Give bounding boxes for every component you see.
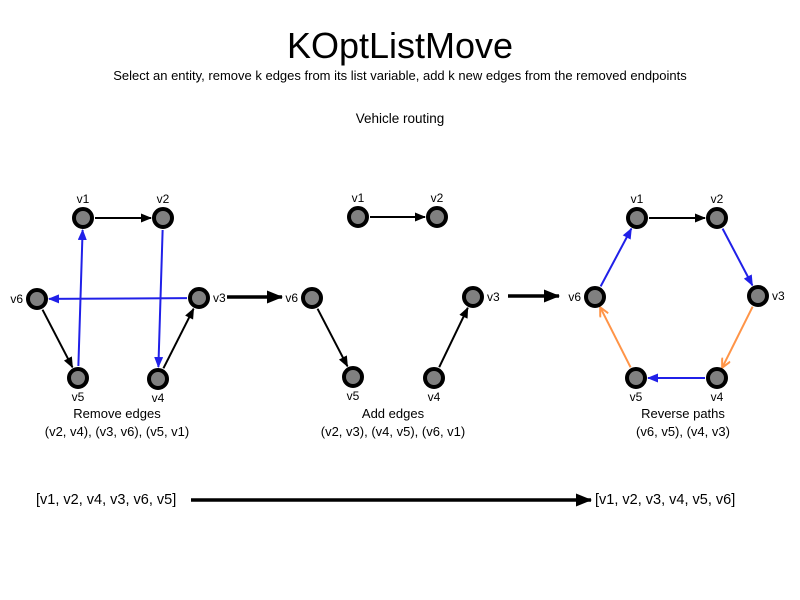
edge-v5-v1: [77, 228, 87, 367]
list-before-move: [v1, v2, v4, v3, v6, v5]: [36, 492, 177, 508]
remove-edges-title: Remove edges: [73, 406, 161, 421]
node-v6: [301, 287, 323, 309]
node-v2: [152, 207, 174, 229]
edge-v6-v5: [316, 308, 349, 368]
node-v1: [626, 207, 648, 229]
edge-v6-v1: [599, 227, 633, 287]
add-edges-caption: Add edges (v2, v3), (v4, v5), (v6, v1): [283, 405, 503, 441]
node-label-v5: v5: [72, 390, 85, 404]
edge-v3-v4: [722, 306, 754, 368]
node-v6: [584, 286, 606, 308]
node-v5: [342, 366, 364, 388]
add-edges-list: (v2, v3), (v4, v5), (v6, v1): [320, 424, 466, 439]
node-label-v1: v1: [352, 191, 365, 205]
node-label-v3: v3: [213, 291, 226, 305]
edge-v2-v3: [721, 228, 754, 287]
node-label-v1: v1: [631, 192, 644, 206]
node-label-v3: v3: [487, 290, 500, 304]
page-title: KOptListMove: [286, 25, 514, 66]
node-v3: [747, 285, 769, 307]
edge-v4-v3: [438, 306, 469, 368]
node-label-v3: v3: [772, 289, 785, 303]
node-label-v2: v2: [431, 191, 444, 205]
edge-v3-v6: [47, 294, 188, 304]
node-v4: [706, 367, 728, 389]
remove-edges-list: (v2, v4), (v3, v6), (v5, v1): [44, 424, 190, 439]
node-v4: [423, 367, 445, 389]
node-label-v2: v2: [157, 192, 170, 206]
node-label-v6: v6: [568, 290, 581, 304]
node-label-v2: v2: [711, 192, 724, 206]
edge-v5-v6: [600, 308, 632, 368]
node-v3: [462, 286, 484, 308]
reverse-paths-caption: Reverse paths (v6, v5), (v4, v3): [573, 405, 793, 441]
node-label-v1: v1: [77, 192, 90, 206]
node-v2: [426, 206, 448, 228]
remove-edges-graph: v1 v2 v3 v4 v5 v6: [10, 192, 226, 405]
node-label-v6: v6: [10, 292, 23, 306]
node-label-v4: v4: [428, 390, 441, 404]
node-label-v4: v4: [711, 390, 724, 404]
node-v5: [625, 367, 647, 389]
add-edges-graph: v1 v2 v3 v4 v5 v6: [285, 191, 500, 404]
edge-v4-v3: [162, 307, 195, 369]
node-v1: [72, 207, 94, 229]
node-label-v4: v4: [152, 391, 165, 405]
vehicle-routing-label: Vehicle routing: [355, 111, 445, 126]
node-v6: [26, 288, 48, 310]
reverse-paths-list: (v6, v5), (v4, v3): [636, 424, 730, 439]
node-v4: [147, 368, 169, 390]
list-after-move: [v1, v2, v3, v4, v5, v6]: [595, 492, 736, 508]
page-subtitle: Select an entity, remove k edges from it…: [113, 68, 687, 83]
add-edges-title: Add edges: [361, 406, 425, 421]
node-label-v6: v6: [285, 291, 298, 305]
node-label-v5: v5: [630, 390, 643, 404]
node-v3: [188, 287, 210, 309]
node-v5: [67, 367, 89, 389]
edge-v6-v5: [41, 309, 74, 369]
reverse-paths-graph: v1 v2 v3 v4 v5 v6: [568, 192, 785, 404]
node-v1: [347, 206, 369, 228]
node-label-v5: v5: [347, 389, 360, 403]
remove-edges-caption: Remove edges (v2, v4), (v3, v6), (v5, v1…: [7, 405, 227, 441]
reverse-paths-title: Reverse paths: [641, 406, 725, 421]
node-v2: [706, 207, 728, 229]
